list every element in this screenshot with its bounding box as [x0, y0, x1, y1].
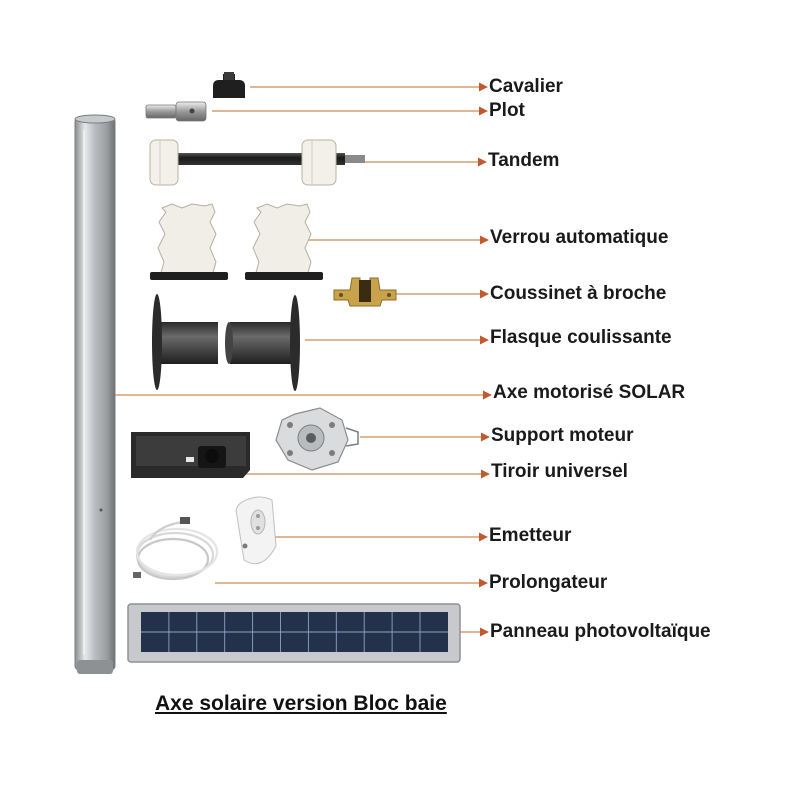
label-axe: Axe motorisé SOLAR — [493, 382, 686, 403]
cable-icon — [133, 517, 219, 581]
leader-lines — [115, 82, 492, 637]
label-panneau: Panneau photovoltaïque — [490, 621, 711, 642]
label-emetteur: Emetteur — [489, 525, 572, 546]
label-prolongateur: Prolongateur — [489, 572, 608, 593]
label-plot: Plot — [489, 100, 525, 121]
tiroir-icon — [131, 432, 250, 478]
label-verrou: Verrou automatique — [490, 227, 669, 248]
label-coussinet: Coussinet à broche — [490, 283, 667, 304]
remote-icon — [235, 496, 277, 565]
support-moteur-icon — [275, 407, 359, 471]
verrou-icon — [150, 203, 323, 280]
label-tandem: Tandem — [488, 150, 560, 171]
motor-tube-icon — [74, 114, 116, 674]
label-support: Support moteur — [491, 425, 634, 446]
plot-icon — [145, 101, 207, 122]
diagram-title: Axe solaire version Bloc baie — [155, 692, 447, 715]
tandem-icon — [149, 139, 365, 186]
label-flasque: Flasque coulissante — [490, 327, 672, 348]
solar-panel-icon — [127, 603, 461, 663]
flasque-icon — [152, 294, 300, 391]
label-cavalier: Cavalier — [489, 76, 563, 97]
cavalier-icon — [213, 72, 245, 98]
label-tiroir: Tiroir universel — [491, 461, 628, 482]
coussinet-icon — [333, 277, 397, 307]
